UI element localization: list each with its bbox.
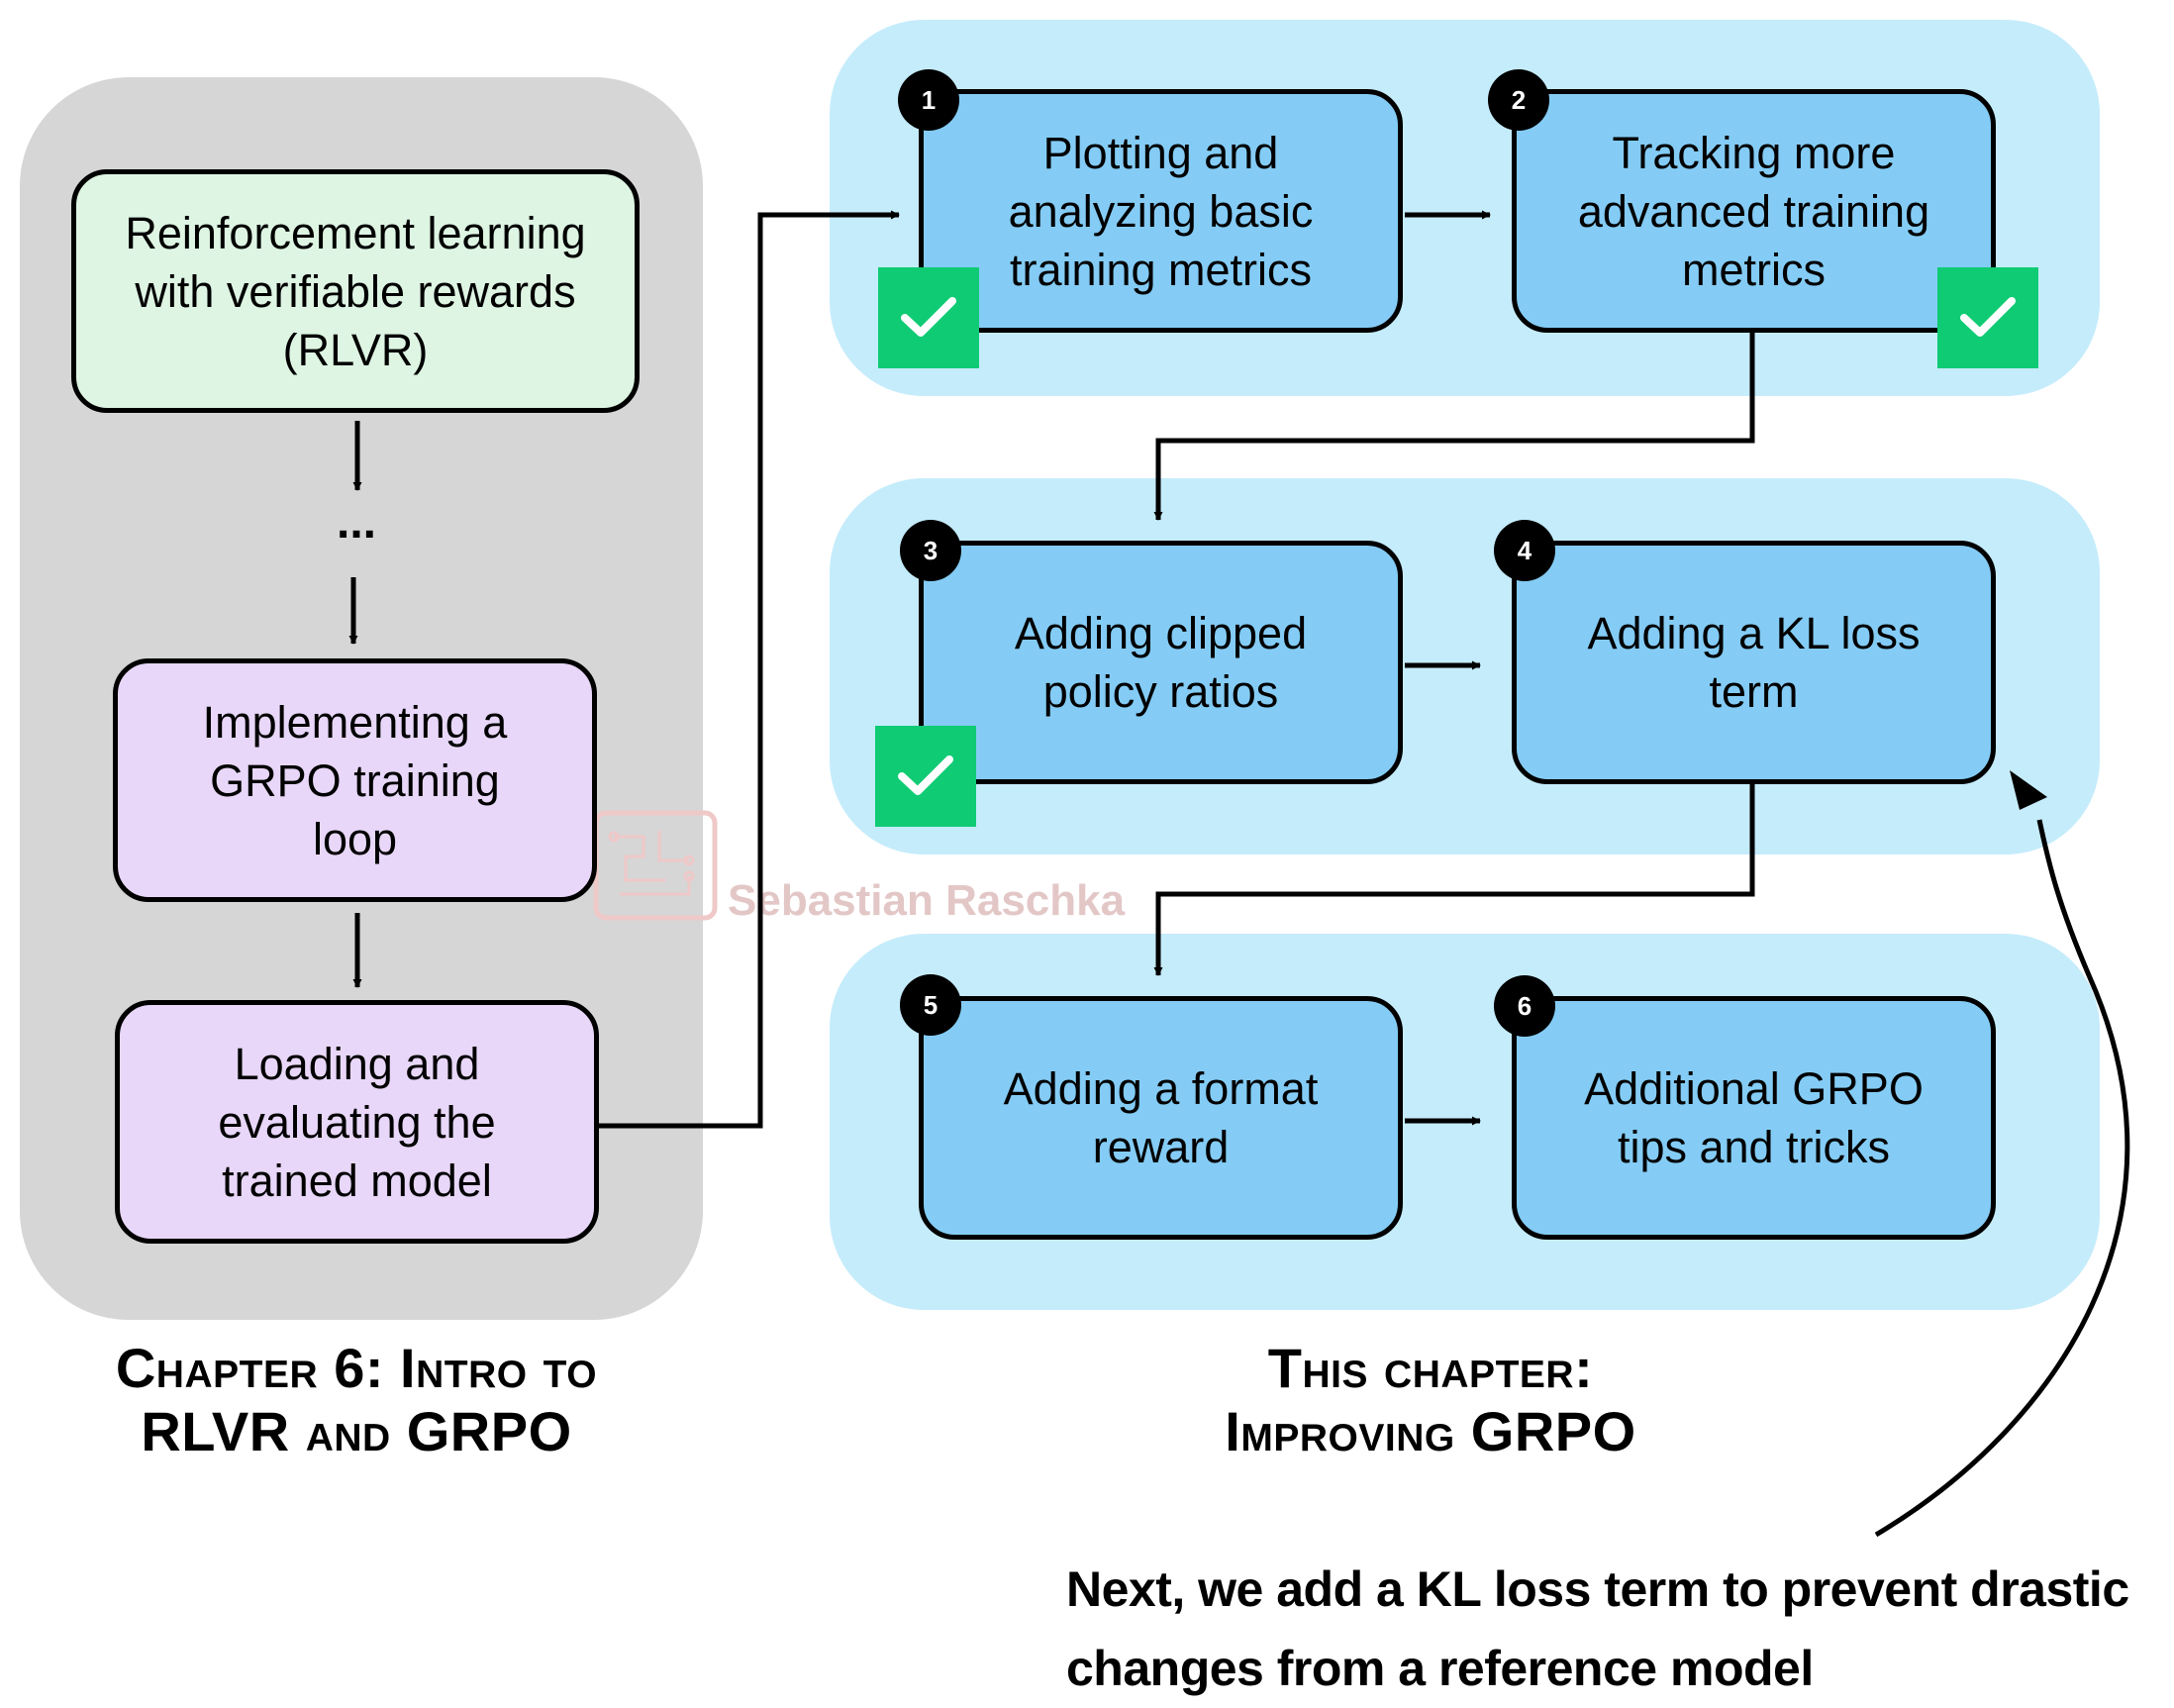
step-6-badge: 6 <box>1494 975 1555 1037</box>
step-6: Additional GRPO tips and tricks <box>1512 996 1996 1240</box>
node-loading-line: trained model <box>222 1155 492 1206</box>
arrow-step2-to-step3 <box>1153 333 1755 521</box>
node-grpo-loop-line: loop <box>312 813 398 864</box>
node-rlvr-line: Reinforcement learning <box>125 207 586 258</box>
node-rlvr-line: (RLVR) <box>282 324 429 375</box>
step-1-badge: 1 <box>898 69 959 131</box>
annotation-note: Next, we add a KL loss term to prevent d… <box>1066 1550 2165 1708</box>
step-3: Adding clipped policy ratios <box>919 541 1403 784</box>
node-rlvr-line: with verifiable rewards <box>135 265 576 317</box>
annotation-pointer-curve <box>1874 819 2130 1538</box>
arrow-loading-to-step1 <box>598 210 900 1129</box>
node-grpo-loop: Implementing a GRPO training loop <box>113 658 597 902</box>
step-5-line: reward <box>1092 1122 1230 1172</box>
step-2-badge: 2 <box>1488 69 1549 131</box>
step-5-badge: 5 <box>900 974 961 1036</box>
chapter6-caption-line: Chapter 6: Intro to <box>115 1337 598 1399</box>
step-3-badge: 3 <box>900 520 961 581</box>
step-2: Tracking more advanced training metrics <box>1512 89 1996 333</box>
node-loading-line: Loading and <box>234 1038 480 1089</box>
arrow-step4-to-step5 <box>1153 784 1755 976</box>
step-1-line: analyzing basic <box>1008 185 1314 237</box>
step-6-line: Additional GRPO <box>1584 1063 1924 1114</box>
step-4-line: term <box>1709 666 1799 717</box>
step-1-line: training metrics <box>1009 244 1313 295</box>
chapter6-caption: Chapter 6: Intro to RLVR and GRPO <box>40 1337 673 1463</box>
step-2-line: Tracking more <box>1612 127 1896 178</box>
this-chapter-caption: This chapter: Improving GRPO <box>1109 1337 1752 1463</box>
step-4-line: Adding a KL loss <box>1587 608 1921 658</box>
step-3-line: Adding clipped <box>1014 608 1308 658</box>
node-rlvr: Reinforcement learning with verifiable r… <box>71 169 640 413</box>
node-grpo-loop-line: Implementing a <box>202 696 508 748</box>
node-loading-line: evaluating the <box>218 1096 496 1148</box>
step-2-line: advanced training <box>1577 185 1930 237</box>
node-loading-evaluating: Loading and evaluating the trained model <box>115 1000 599 1244</box>
chapter6-caption-line: RLVR and GRPO <box>141 1400 572 1462</box>
step-2-line: metrics <box>1681 244 1826 295</box>
step-2-check-icon <box>1937 267 2038 368</box>
step-6-line: tips and tricks <box>1617 1122 1891 1172</box>
step-4-badge: 4 <box>1494 520 1555 581</box>
step-1-check-icon <box>878 267 979 368</box>
step-3-line: policy ratios <box>1042 666 1279 717</box>
step-4: Adding a KL loss term <box>1512 541 1996 784</box>
step-5-line: Adding a format <box>1003 1063 1319 1114</box>
step-3-check-icon <box>875 726 976 827</box>
ellipsis: ... <box>336 496 376 549</box>
annotation-line: Next, we add a KL loss term to prevent d… <box>1066 1561 2129 1617</box>
step-5: Adding a format reward <box>919 996 1403 1240</box>
node-grpo-loop-line: GRPO training <box>210 754 500 806</box>
annotation-pointer-head <box>2010 770 2047 810</box>
watermark-text: Sebastian Raschka <box>728 876 1126 925</box>
this-chapter-caption-line: This chapter: <box>1267 1337 1594 1399</box>
this-chapter-caption-line: Improving GRPO <box>1225 1400 1636 1462</box>
step-1-line: Plotting and <box>1042 127 1279 178</box>
step-1: Plotting and analyzing basic training me… <box>919 89 1403 333</box>
annotation-line: changes from a reference model <box>1066 1641 1814 1696</box>
